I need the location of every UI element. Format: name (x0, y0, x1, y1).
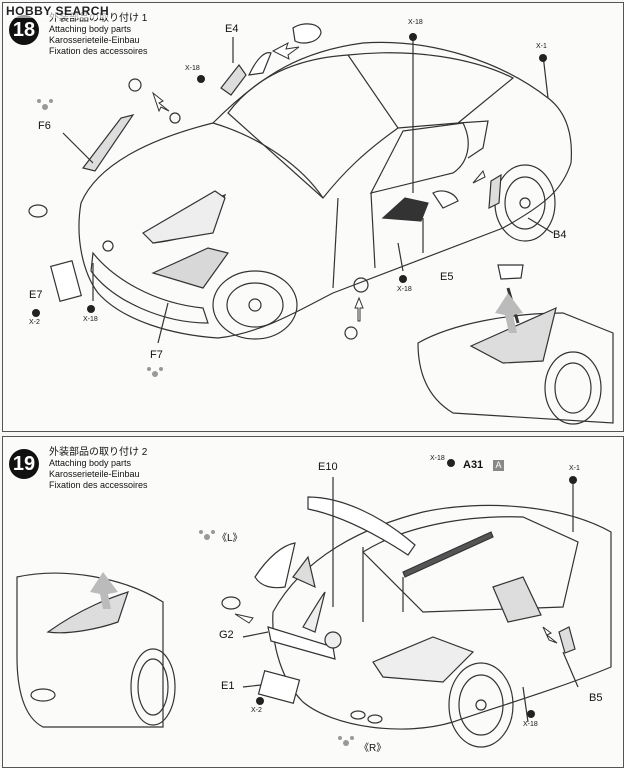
title-french: Fixation des accessoires (49, 46, 148, 56)
part-label-b5: B5 (589, 692, 603, 704)
part-label-e10: E10 (318, 461, 338, 473)
title-japanese: 外装部品の取り付け 1 (49, 13, 148, 24)
part-label-a31: A31 (463, 459, 484, 471)
side-label-right: 《R》 (359, 743, 387, 754)
part-label-f6: F6 (38, 120, 51, 132)
part-label-f7: F7 (150, 349, 163, 361)
part-label-g2: G2 (219, 629, 234, 641)
screw-label: X-18 (185, 65, 200, 72)
step-title-block: 外装部品の取り付け 2 Attaching body parts Karosse… (49, 447, 148, 491)
title-japanese: 外装部品の取り付け 2 (49, 447, 148, 458)
part-label-e4: E4 (225, 23, 239, 35)
step-number: 19 (9, 449, 39, 479)
screw-label: X-2 (29, 319, 40, 326)
watermark-logo: HOBBY SEARCH (4, 4, 112, 18)
part-label-e1: E1 (221, 680, 235, 692)
screw-label: X-18 (408, 19, 423, 26)
runner-badge: A (493, 460, 504, 471)
step-18-illustration (28, 23, 614, 425)
step-19-illustration (16, 459, 612, 748)
screw-label: X-2 (251, 707, 262, 714)
side-label-left: 《L》 (217, 533, 243, 544)
title-english: Attaching body parts (49, 458, 132, 468)
title-english: Attaching body parts (49, 24, 132, 34)
step-number: 18 (9, 15, 39, 45)
title-french: Fixation des accessoires (49, 480, 148, 490)
step-19-panel: 19 外装部品の取り付け 2 Attaching body parts Karo… (2, 436, 624, 768)
screw-label: X-1 (569, 465, 580, 472)
screw-label: X-18 (430, 455, 445, 462)
title-german: Karosserieteile-Einbau (49, 35, 140, 45)
title-german: Karosserieteile-Einbau (49, 469, 140, 479)
step-title-block: 外装部品の取り付け 1 Attaching body parts Karosse… (49, 13, 148, 57)
screw-label: X-1 (536, 43, 547, 50)
step-18-panel: 18 外装部品の取り付け 1 Attaching body parts Karo… (2, 2, 624, 432)
part-label-e7: E7 (29, 289, 43, 301)
screw-label: X-18 (83, 316, 98, 323)
part-label-b4: B4 (553, 229, 567, 241)
screw-label: X-18 (397, 286, 412, 293)
screw-label: X-18 (523, 721, 538, 728)
part-label-e5: E5 (440, 271, 454, 283)
